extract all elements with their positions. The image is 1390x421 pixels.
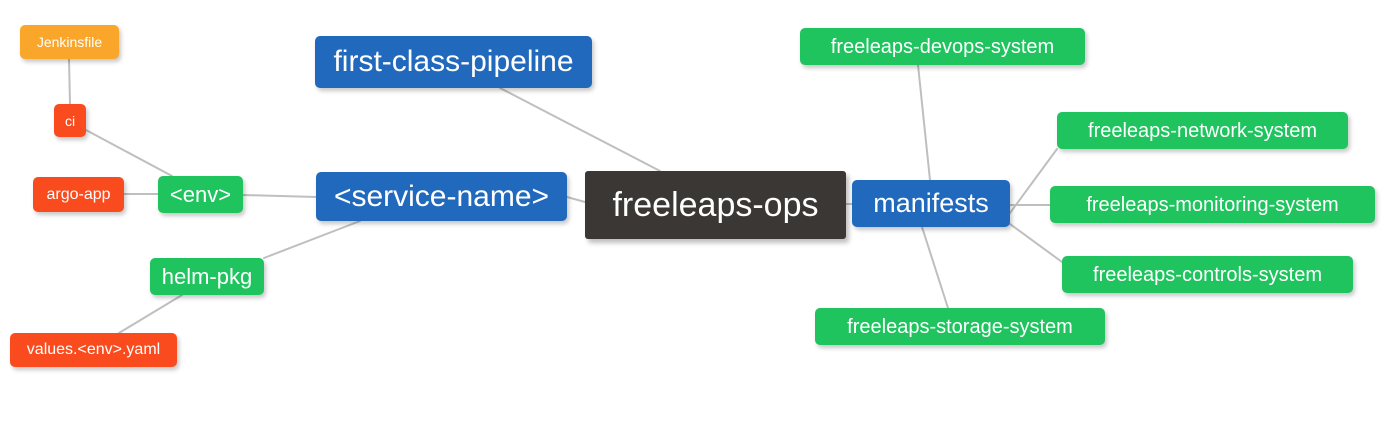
mindmap-edge-values-to-helm — [118, 294, 183, 334]
mindmap-node-manifests[interactable]: manifests — [852, 180, 1010, 227]
mindmap-node-root[interactable]: freeleaps-ops — [585, 171, 846, 239]
mindmap-node-monitoring[interactable]: freeleaps-monitoring-system — [1050, 186, 1375, 223]
mindmap-node-storage[interactable]: freeleaps-storage-system — [815, 308, 1105, 345]
mindmap-node-helm[interactable]: helm-pkg — [150, 258, 264, 295]
mindmap-node-devops[interactable]: freeleaps-devops-system — [800, 28, 1085, 65]
mindmap-edge-ci-to-env — [85, 129, 173, 177]
mindmap-edge-env-to-service — [242, 194, 317, 198]
mindmap-node-values[interactable]: values.<env>.yaml — [10, 333, 177, 367]
mindmap-node-jenkins[interactable]: Jenkinsfile — [20, 25, 119, 59]
mindmap-edge-helm-to-service — [263, 220, 361, 259]
mindmap-edge-controls-to-manifests — [1009, 223, 1063, 263]
mindmap-node-argo[interactable]: argo-app — [33, 177, 124, 212]
mindmap-edge-storage-to-manifests — [921, 226, 949, 309]
mindmap-edge-devops-to-manifests — [917, 64, 931, 181]
mindmap-node-env[interactable]: <env> — [158, 176, 243, 213]
mindmap-edge-service-to-root — [566, 196, 586, 203]
mindmap-node-ci[interactable]: ci — [54, 104, 86, 137]
mindmap-node-controls[interactable]: freeleaps-controls-system — [1062, 256, 1353, 293]
mindmap-edge-pipeline-to-root — [499, 87, 661, 172]
mindmap-node-pipeline[interactable]: first-class-pipeline — [315, 36, 592, 88]
mindmap-node-network[interactable]: freeleaps-network-system — [1057, 112, 1348, 149]
mindmap-node-service[interactable]: <service-name> — [316, 172, 567, 221]
mindmap-edge-jenkins-to-ci — [68, 58, 71, 105]
